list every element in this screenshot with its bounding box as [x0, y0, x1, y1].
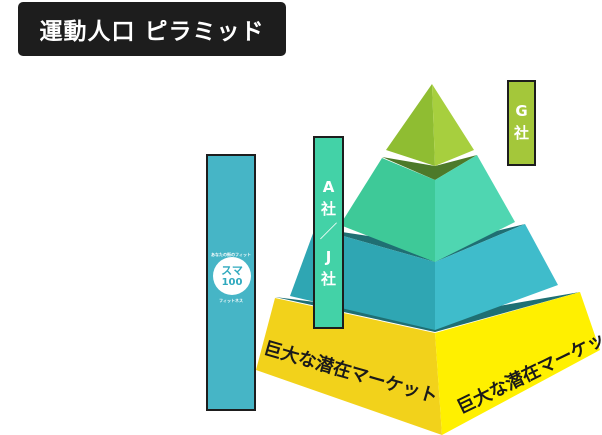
tag-aj-separator: ／	[319, 222, 338, 243]
tag-a-letter: A	[322, 178, 335, 196]
second-tier-left	[340, 158, 435, 262]
page-title: 運動人口 ピラミッド	[18, 2, 286, 56]
badge-top-text: あなたの街のフィット	[211, 252, 251, 257]
second-tier-right	[435, 155, 515, 262]
tag-g-suffix: 社	[513, 124, 529, 142]
tag-j-letter: J	[325, 248, 332, 266]
tag-j-suffix: 社	[320, 270, 336, 288]
tag-aj-companies: A 社 ／ J 社	[313, 136, 344, 329]
tag-g-letter: G	[515, 102, 528, 120]
top-tier-left	[386, 84, 435, 166]
base-tier-left	[256, 298, 442, 435]
tag-a-suffix: 社	[320, 200, 336, 218]
top-tier-right	[432, 84, 474, 166]
badge-bottom-text: フィットネス	[219, 298, 243, 303]
badge-line2: 100	[221, 277, 243, 288]
tag-sma100: あなたの街のフィット スマ 100 フィットネス	[206, 154, 256, 411]
base-tier-right	[435, 292, 600, 435]
third-tier-right	[435, 224, 558, 330]
second-tier-shadow	[382, 155, 477, 180]
sma100-logo: スマ 100	[213, 257, 251, 295]
badge-line1: スマ	[221, 264, 243, 277]
tag-g-company: G 社	[507, 80, 536, 166]
